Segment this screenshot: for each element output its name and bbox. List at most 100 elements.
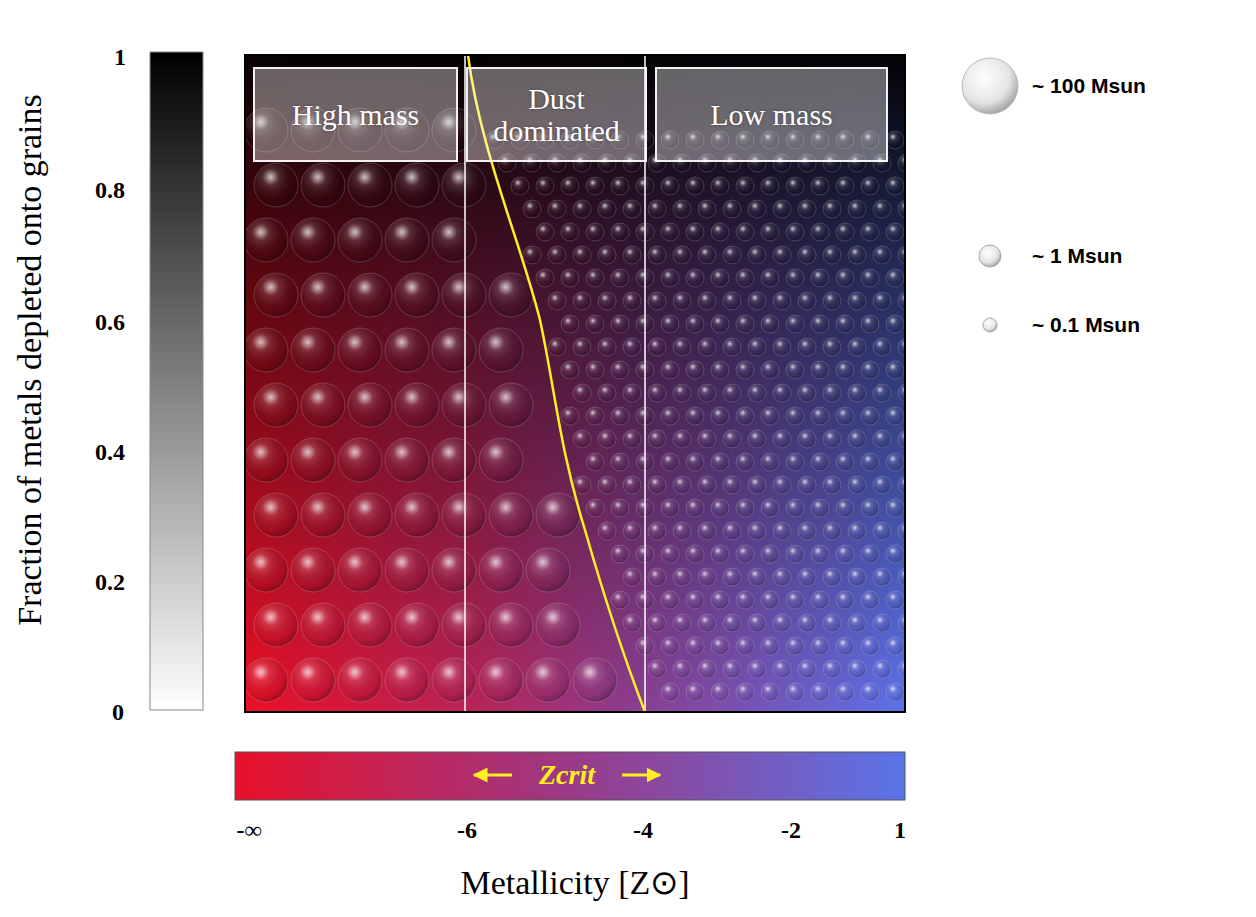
star-sphere [586, 453, 604, 471]
star-sphere [836, 361, 854, 379]
star-sphere [348, 273, 392, 317]
star-sphere [711, 591, 729, 609]
star-sphere [823, 522, 841, 540]
region-box: Dust dominated [466, 67, 647, 162]
star-sphere [348, 383, 392, 427]
star-sphere [798, 246, 816, 264]
star-sphere [836, 499, 854, 517]
star-sphere [886, 361, 904, 379]
star-sphere [861, 407, 879, 425]
star-sphere [736, 683, 754, 701]
star-sphere [773, 568, 791, 586]
star-sphere [786, 361, 804, 379]
star-sphere [786, 177, 804, 195]
star-sphere [623, 200, 641, 218]
star-sphere [786, 683, 804, 701]
star-sphere [526, 548, 570, 592]
star-sphere [648, 522, 666, 540]
star-sphere [698, 660, 716, 678]
star-sphere [611, 499, 629, 517]
star-sphere [661, 591, 679, 609]
star-sphere [823, 338, 841, 356]
star-sphere [673, 568, 691, 586]
star-sphere [432, 218, 476, 262]
star-sphere [873, 660, 891, 678]
star-sphere [761, 177, 779, 195]
star-sphere [786, 637, 804, 655]
star-sphere [886, 637, 904, 655]
region-box: High mass [253, 67, 458, 162]
star-sphere [748, 568, 766, 586]
star-sphere [898, 154, 905, 172]
star-sphere [898, 476, 905, 494]
star-sphere [848, 660, 866, 678]
star-sphere [761, 499, 779, 517]
star-sphere [698, 292, 716, 310]
star-sphere [385, 658, 429, 702]
star-sphere [661, 177, 679, 195]
star-sphere [811, 223, 829, 241]
star-sphere [648, 660, 666, 678]
star-sphere [301, 273, 345, 317]
star-sphere [561, 223, 579, 241]
star-sphere [711, 499, 729, 517]
star-sphere [245, 548, 288, 592]
star-sphere [811, 499, 829, 517]
star-sphere [698, 384, 716, 402]
star-sphere [873, 568, 891, 586]
star-sphere [301, 163, 345, 207]
star-sphere [836, 637, 854, 655]
star-sphere [748, 200, 766, 218]
star-sphere [573, 430, 591, 448]
star-sphere [861, 453, 879, 471]
star-sphere [686, 453, 704, 471]
star-sphere [673, 246, 691, 264]
star-sphere [301, 383, 345, 427]
star-sphere [723, 614, 741, 632]
star-sphere [761, 361, 779, 379]
star-sphere [648, 338, 666, 356]
star-sphere [432, 438, 476, 482]
tick-label: -6 [457, 817, 477, 844]
region-box: Low mass [655, 67, 888, 162]
star-sphere [723, 384, 741, 402]
star-sphere [748, 292, 766, 310]
star-sphere [548, 200, 566, 218]
star-sphere [736, 361, 754, 379]
star-sphere [886, 131, 904, 149]
star-sphere [395, 163, 439, 207]
star-sphere [761, 591, 779, 609]
star-sphere [623, 430, 641, 448]
star-sphere [686, 315, 704, 333]
star-sphere [886, 407, 904, 425]
star-sphere [898, 430, 905, 448]
star-sphere [836, 407, 854, 425]
star-sphere [823, 660, 841, 678]
star-sphere [338, 328, 382, 372]
star-sphere [761, 453, 779, 471]
star-sphere [673, 614, 691, 632]
star-sphere [823, 384, 841, 402]
star-sphere [723, 660, 741, 678]
star-sphere [723, 200, 741, 218]
star-sphere [561, 177, 579, 195]
star-sphere [798, 568, 816, 586]
legend-label: ~ 100 Msun [1032, 74, 1146, 98]
star-sphere [573, 338, 591, 356]
star-sphere [254, 603, 298, 647]
star-sphere [301, 603, 345, 647]
star-sphere [598, 338, 616, 356]
star-sphere [661, 683, 679, 701]
star-sphere [873, 246, 891, 264]
star-sphere [873, 292, 891, 310]
star-sphere [886, 683, 904, 701]
star-sphere [811, 407, 829, 425]
star-sphere [395, 273, 439, 317]
star-sphere [861, 315, 879, 333]
star-sphere [723, 522, 741, 540]
star-sphere [786, 269, 804, 287]
star-sphere [748, 338, 766, 356]
star-sphere [698, 614, 716, 632]
star-sphere [736, 453, 754, 471]
star-sphere [523, 200, 541, 218]
